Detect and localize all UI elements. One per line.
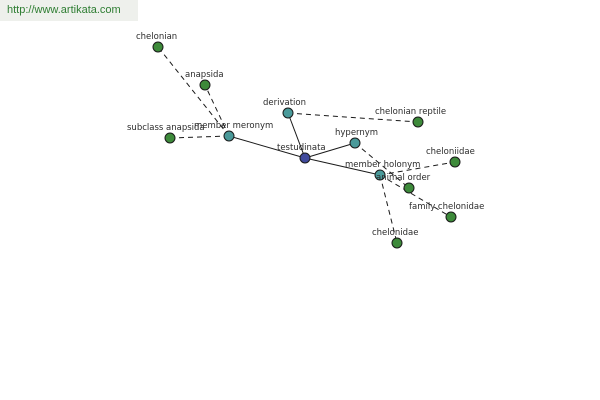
- edge-center-hypernym: [304, 142, 356, 159]
- center-node-testudinata[interactable]: [299, 152, 311, 164]
- label-hypernym: hypernym: [335, 128, 378, 138]
- edge-center-member-holonym: [304, 157, 381, 176]
- leaf-node-chelonian-reptile[interactable]: [412, 116, 424, 128]
- label-animal-order: animal order: [376, 173, 431, 183]
- source-url[interactable]: http://www.artikata.com: [7, 4, 121, 16]
- relation-node-member-holonym[interactable]: [374, 169, 386, 181]
- label-family-chelonidae: family chelonidae: [409, 202, 484, 212]
- relation-node-hypernym[interactable]: [349, 137, 361, 149]
- leaf-node-chelonidae[interactable]: [391, 237, 403, 249]
- label-member-meronym: member meronym: [194, 121, 273, 131]
- label-member-holonym: member holonym: [345, 160, 420, 170]
- leaf-node-cheloniidae[interactable]: [449, 156, 461, 168]
- label-chelonian: chelonian: [136, 32, 177, 42]
- edge-member-meronym-subclass-anapsida: [169, 135, 230, 139]
- edge-center-member-meronym: [228, 135, 306, 159]
- edge-member-meronym-anapsida: [204, 84, 230, 137]
- label-testudinata: testudinata: [277, 143, 326, 153]
- edge-hypernym-animal-order: [354, 142, 410, 189]
- relation-node-member-meronym[interactable]: [223, 130, 235, 142]
- leaf-node-anapsida[interactable]: [199, 79, 211, 91]
- label-subclass-anapsida: subclass anapsida: [127, 123, 205, 133]
- edge-member-holonym-chelonidae: [379, 174, 398, 244]
- label-chelonidae: chelonidae: [372, 228, 418, 238]
- relation-node-derivation[interactable]: [282, 107, 294, 119]
- edge-derivation-chelonian-reptile: [287, 112, 419, 123]
- leaf-node-subclass-anapsida[interactable]: [164, 132, 176, 144]
- edge-center-derivation: [287, 112, 306, 159]
- leaf-node-family-chelonidae[interactable]: [445, 211, 457, 223]
- label-anapsida: anapsida: [185, 70, 224, 80]
- edge-member-meronym-chelonian: [157, 46, 230, 137]
- label-derivation: derivation: [263, 98, 306, 108]
- leaf-node-chelonian[interactable]: [152, 41, 164, 53]
- edge-member-holonym-cheloniidae: [379, 161, 456, 176]
- label-cheloniidae: cheloniidae: [426, 147, 475, 157]
- label-chelonian-reptile: chelonian reptile: [375, 107, 446, 117]
- source-banner: http://www.artikata.com: [0, 0, 138, 21]
- leaf-node-animal-order[interactable]: [403, 182, 415, 194]
- edge-member-holonym-family-chelonidae: [379, 174, 452, 218]
